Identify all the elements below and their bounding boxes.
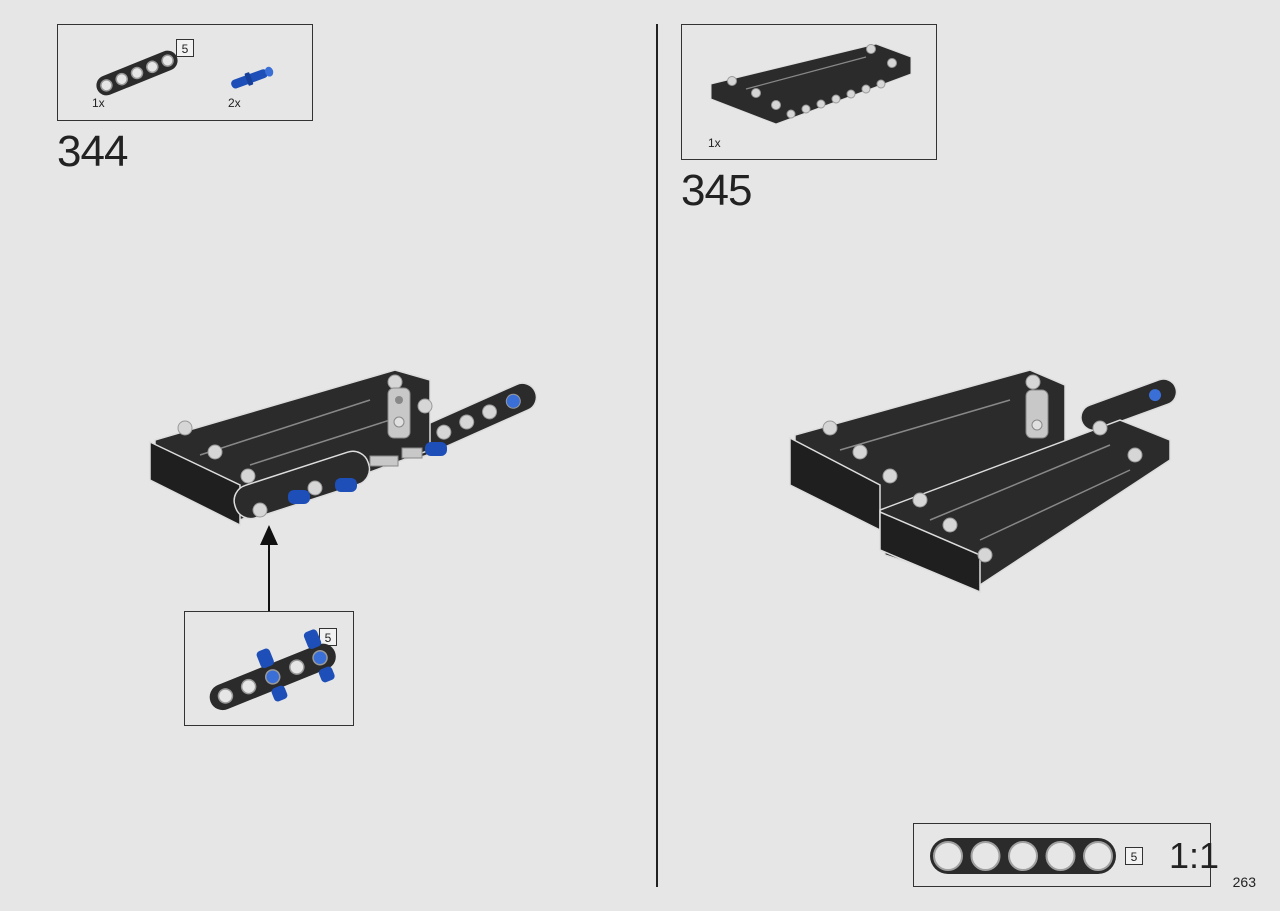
parts-callout-344: 5 1x 2x (57, 24, 313, 121)
parts-callout-345: 1x (681, 24, 937, 160)
length-badge: 5 (1125, 847, 1143, 865)
beam-with-pins-icon (209, 629, 336, 711)
page-number: 263 (1232, 874, 1256, 890)
placement-arrow (260, 525, 278, 613)
beam-5-icon (96, 50, 178, 96)
part-qty-beam: 1x (92, 96, 105, 110)
subassembly-callout: 5 (184, 611, 354, 726)
blue-pin-icon (231, 66, 274, 89)
scale-label: 1:1 (1169, 835, 1220, 876)
part-qty-wing: 1x (708, 136, 721, 150)
part-qty-pin: 2x (228, 96, 241, 110)
model-step-345 (789, 369, 1178, 594)
page-divider (656, 24, 658, 887)
step-number-344: 344 (57, 127, 128, 176)
step-number-345: 345 (681, 166, 752, 215)
wing-panel-icon (710, 43, 912, 125)
beam-5-actual-size-icon (930, 838, 1116, 874)
model-step-344 (149, 369, 538, 527)
scale-guide: 5 1:1 (913, 823, 1219, 887)
length-badge: 5 (176, 39, 194, 57)
